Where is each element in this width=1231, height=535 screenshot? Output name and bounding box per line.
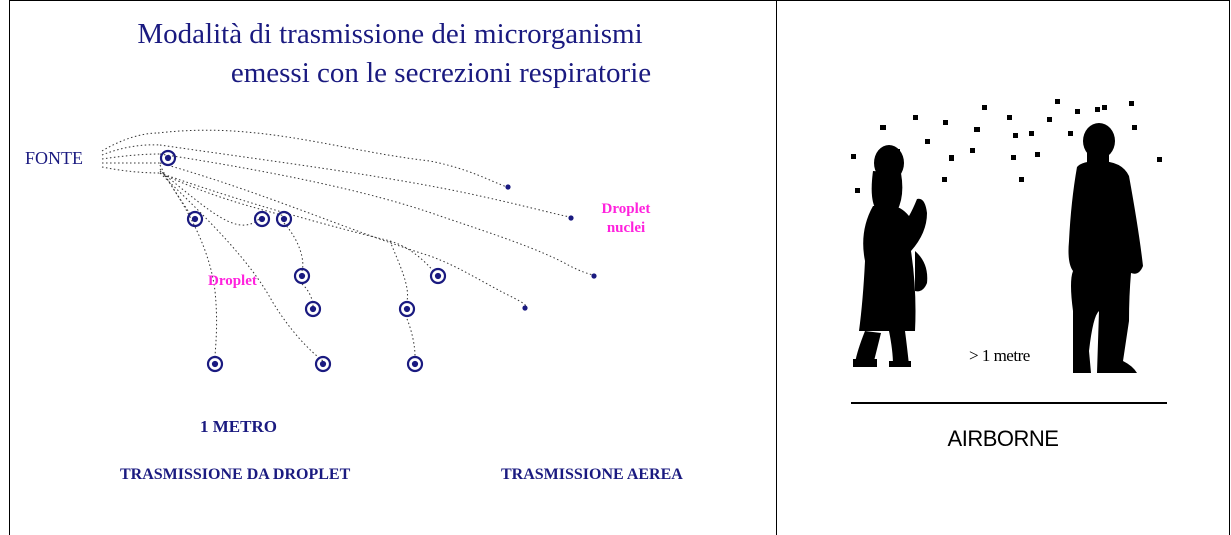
particle-markers — [159, 149, 597, 373]
airborne-illustration — [851, 99, 1162, 373]
droplet-marker — [406, 355, 424, 373]
droplet-nucleus-dot — [505, 184, 511, 190]
droplet-nuclei-label: Droplet nuclei — [595, 200, 657, 238]
droplet-nucleus-dot — [522, 305, 528, 311]
airborne-transmission-label: TRASMISSIONE AEREA — [501, 466, 683, 483]
droplet-transmission-label: TRASMISSIONE DA DROPLET — [120, 466, 351, 483]
ground-line — [851, 402, 1167, 404]
woman-silhouette — [853, 145, 928, 367]
droplet-nucleus-dot — [591, 273, 597, 279]
droplet-marker — [293, 267, 311, 285]
man-silhouette — [1068, 123, 1143, 373]
droplet-source-marker — [159, 149, 177, 167]
droplet-marker — [429, 267, 447, 285]
droplet-marker — [314, 355, 332, 373]
droplet-label: Droplet — [208, 273, 257, 289]
droplet-marker — [275, 210, 293, 228]
table-frame — [9, 0, 1230, 535]
distance-label: 1 METRO — [200, 417, 277, 436]
cell-divider — [776, 0, 777, 535]
droplet-marker — [398, 300, 416, 318]
droplet-nuclei-label-line2: nuclei — [606, 220, 646, 236]
trajectory-diagram — [101, 129, 595, 362]
droplet-marker — [253, 210, 271, 228]
droplet-marker — [206, 355, 224, 373]
diagram-title-line1: Modalità di trasmissione dei microrganis… — [137, 18, 643, 50]
airborne-illustration-panel: > 1 metre AIRBORNE — [777, 1, 1229, 535]
distance-label-right: > 1 metre — [969, 346, 1030, 365]
droplet-nuclei-label-line1: Droplet — [601, 201, 651, 217]
transmission-diagram-panel: Modalità di trasmissione dei microrganis… — [10, 1, 776, 535]
droplet-marker — [186, 210, 204, 228]
diagram-title-line2: emessi con le secrezioni respiratorie — [230, 57, 652, 89]
airborne-caption: AIRBORNE — [947, 426, 1059, 451]
droplet-nucleus-dot — [568, 215, 574, 221]
source-label: FONTE — [25, 148, 83, 168]
droplet-marker — [304, 300, 322, 318]
